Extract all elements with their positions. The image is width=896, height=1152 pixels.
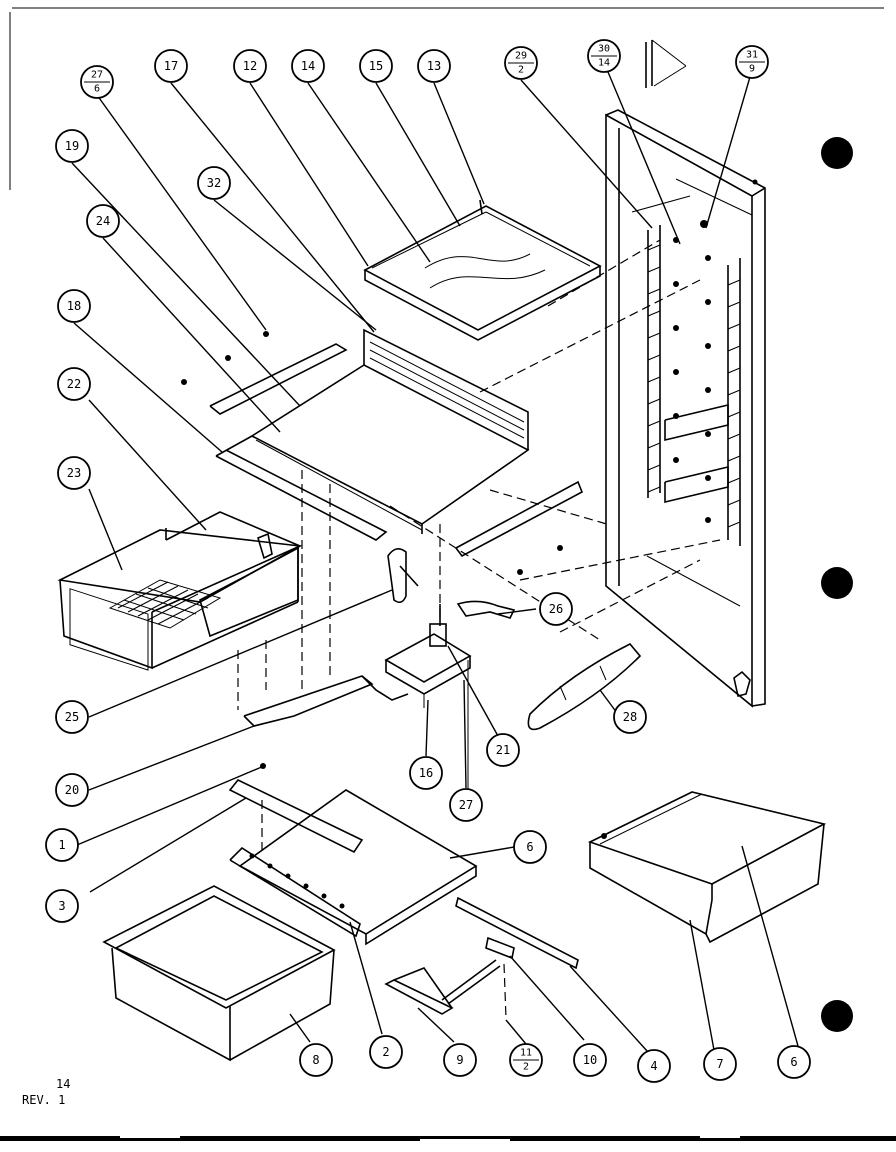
callout-18: 18 bbox=[57, 289, 91, 323]
callout-9: 9 bbox=[443, 1043, 477, 1077]
lower-drawer-rail bbox=[243, 675, 409, 727]
callout-32: 32 bbox=[197, 166, 231, 200]
svg-text:13: 13 bbox=[427, 59, 441, 73]
page-footer: 14 REV. 1 bbox=[22, 1076, 70, 1108]
svg-text:21: 21 bbox=[496, 743, 510, 757]
leader-lines bbox=[71, 69, 799, 1053]
revision-label: REV. 1 bbox=[22, 1093, 66, 1107]
svg-text:14: 14 bbox=[301, 59, 315, 73]
main-shelf bbox=[215, 328, 530, 534]
callout-6-cover: 6 bbox=[513, 830, 547, 864]
rail-clip bbox=[456, 600, 516, 619]
svg-text:16: 16 bbox=[419, 766, 433, 780]
svg-text:20: 20 bbox=[65, 783, 79, 797]
callout-20: 20 bbox=[55, 773, 89, 807]
callout-28: 28 bbox=[613, 700, 647, 734]
svg-text:29: 29 bbox=[515, 51, 527, 62]
callout-2: 2 bbox=[369, 1035, 403, 1069]
drawer-rail-10 bbox=[485, 936, 515, 1019]
svg-text:8: 8 bbox=[312, 1053, 319, 1067]
callout-26: 26 bbox=[539, 592, 573, 626]
callout-13: 13 bbox=[417, 49, 451, 83]
svg-text:15: 15 bbox=[369, 59, 383, 73]
svg-text:25: 25 bbox=[65, 710, 79, 724]
pan-drawer-7 bbox=[587, 791, 827, 944]
svg-text:18: 18 bbox=[67, 299, 81, 313]
svg-text:28: 28 bbox=[623, 710, 637, 724]
drawer-rail-4 bbox=[455, 896, 579, 970]
drawer-divider bbox=[384, 959, 501, 1015]
upper-glass-shelf bbox=[363, 199, 602, 341]
svg-text:27: 27 bbox=[91, 70, 103, 81]
svg-text:26: 26 bbox=[549, 602, 563, 616]
svg-text:9: 9 bbox=[456, 1053, 463, 1067]
callout-7: 7 bbox=[703, 1047, 737, 1081]
callout-19: 19 bbox=[55, 129, 89, 163]
svg-text:6: 6 bbox=[94, 84, 100, 95]
svg-text:10: 10 bbox=[583, 1053, 597, 1067]
svg-text:6: 6 bbox=[790, 1055, 797, 1069]
svg-text:14: 14 bbox=[598, 58, 610, 69]
svg-text:2: 2 bbox=[518, 65, 524, 76]
svg-text:6: 6 bbox=[526, 840, 533, 854]
callout-3: 3 bbox=[45, 889, 79, 923]
callout-22: 22 bbox=[57, 367, 91, 401]
svg-text:11: 11 bbox=[520, 1048, 532, 1059]
callout-12: 12 bbox=[233, 49, 267, 83]
svg-text:3: 3 bbox=[58, 899, 65, 913]
drawer-cover-assembly bbox=[228, 763, 478, 946]
callout-11-2: 11 2 bbox=[509, 1043, 543, 1077]
callout-6-drawer: 6 bbox=[777, 1045, 811, 1079]
scan-bottom-edge bbox=[0, 1135, 896, 1142]
pan-drawer-8 bbox=[102, 885, 336, 1062]
svg-text:17: 17 bbox=[164, 59, 178, 73]
crisper-drawer bbox=[57, 511, 303, 671]
svg-text:19: 19 bbox=[65, 139, 79, 153]
svg-text:1: 1 bbox=[58, 838, 65, 852]
svg-text:2: 2 bbox=[523, 1062, 529, 1073]
callout-4: 4 bbox=[637, 1049, 671, 1083]
callout-30-14: 30 14 bbox=[587, 39, 621, 73]
pan-cover-28 bbox=[527, 643, 642, 731]
callout-14: 14 bbox=[291, 49, 325, 83]
callout-27-6: 27 6 bbox=[80, 65, 114, 99]
callout-23: 23 bbox=[57, 456, 91, 490]
svg-text:7: 7 bbox=[716, 1057, 723, 1071]
top-rail bbox=[645, 39, 687, 88]
registration-dot-3 bbox=[821, 1000, 853, 1032]
callout-16: 16 bbox=[409, 756, 443, 790]
svg-text:22: 22 bbox=[67, 377, 81, 391]
svg-text:32: 32 bbox=[207, 176, 221, 190]
alignment-lines bbox=[389, 239, 721, 641]
svg-text:30: 30 bbox=[598, 44, 610, 55]
shelf-bracket-hanger bbox=[387, 548, 419, 604]
callout-21: 21 bbox=[486, 733, 520, 767]
callout-24: 24 bbox=[86, 204, 120, 238]
page-number: 14 bbox=[56, 1077, 71, 1091]
svg-text:31: 31 bbox=[746, 50, 758, 61]
registration-dot-2 bbox=[821, 567, 853, 599]
callout-1: 1 bbox=[45, 828, 79, 862]
svg-text:4: 4 bbox=[650, 1059, 657, 1073]
svg-text:9: 9 bbox=[749, 64, 755, 75]
registration-dot-1 bbox=[821, 137, 853, 169]
callout-8: 8 bbox=[299, 1043, 333, 1077]
callout-17: 17 bbox=[154, 49, 188, 83]
svg-text:12: 12 bbox=[243, 59, 257, 73]
svg-text:23: 23 bbox=[67, 466, 81, 480]
cabinet-liner bbox=[605, 109, 766, 708]
callout-29-2: 29 2 bbox=[504, 46, 538, 80]
callout-25: 25 bbox=[55, 700, 89, 734]
callout-15: 15 bbox=[359, 49, 393, 83]
svg-text:27: 27 bbox=[459, 798, 473, 812]
svg-text:2: 2 bbox=[382, 1045, 389, 1059]
callout-27-lower: 27 bbox=[449, 788, 483, 822]
svg-text:24: 24 bbox=[96, 214, 110, 228]
callout-10: 10 bbox=[573, 1043, 607, 1077]
callout-31-9: 31 9 bbox=[735, 45, 769, 79]
